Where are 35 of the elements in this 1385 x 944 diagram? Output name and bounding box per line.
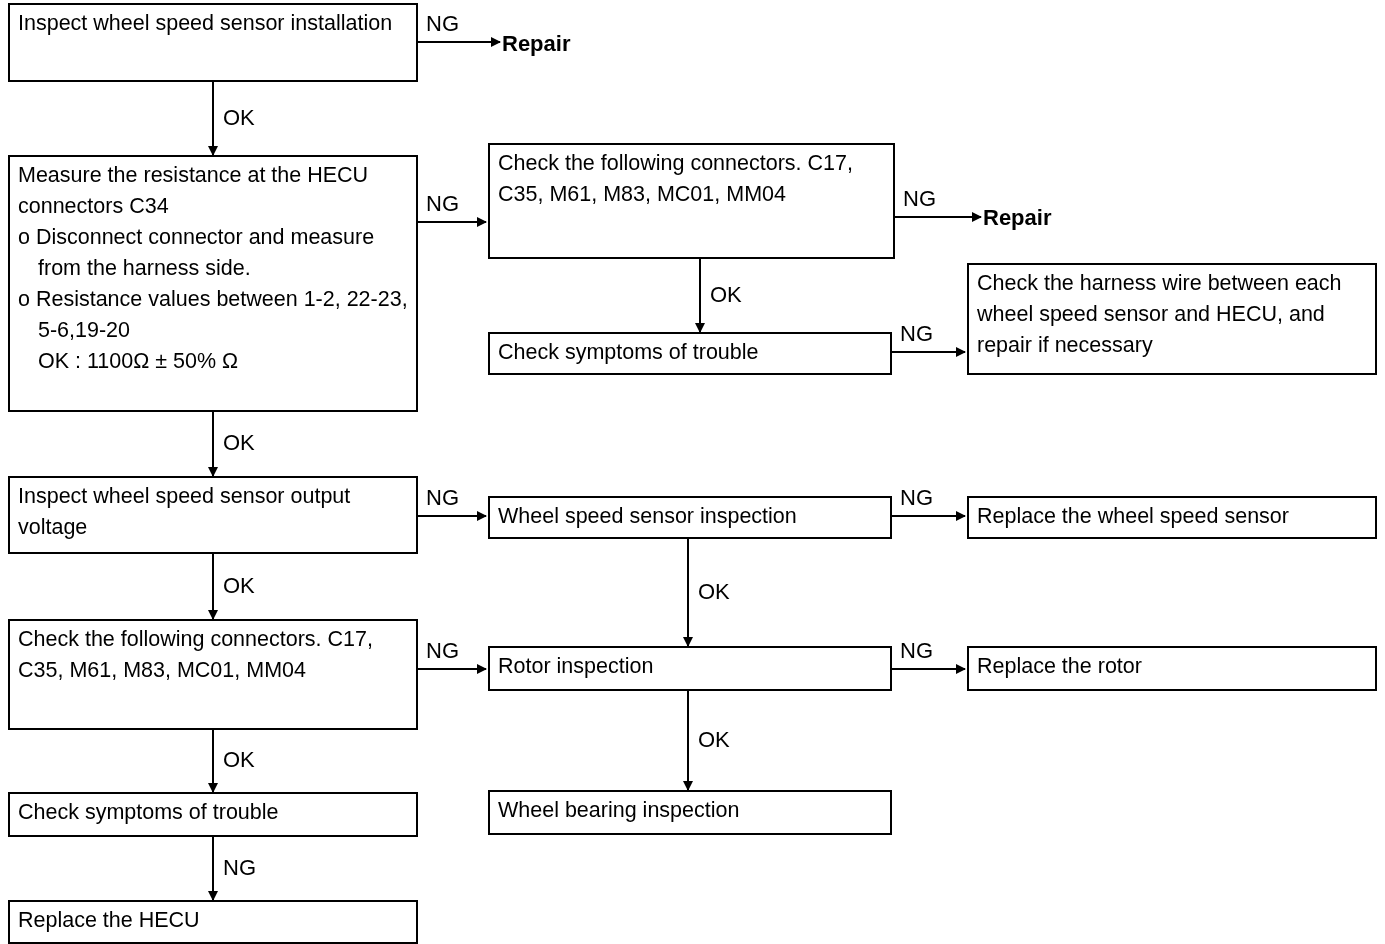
process-box: Check the following connectors. C17, C35, M61, M83, MC01, MM04 [488, 143, 895, 259]
arrow [891, 664, 966, 674]
arrow [208, 836, 218, 901]
process-box [8, 155, 418, 412]
process-box: Check the harness wire between each wheel speed sensor and HECU, and repair if necessary [967, 263, 1377, 375]
box-note: OK : 1100Ω ± 50% Ω [37, 348, 240, 375]
process-box: Rotor inspection [488, 646, 892, 691]
arrow [208, 81, 218, 156]
process-box: Inspect wheel speed sensor installation [8, 3, 418, 82]
process-box: Check symptoms of trouble [8, 792, 418, 837]
box-note: o Disconnect connector and measure from the harness side. [18, 224, 376, 282]
process-box: Check symptoms of trouble [488, 332, 892, 375]
result-text: Repair [983, 202, 1073, 233]
process-box: Replace the wheel speed sensor [967, 496, 1377, 539]
arrow [208, 729, 218, 793]
arrow [208, 553, 218, 620]
arrow [417, 511, 487, 521]
arrow [683, 690, 693, 791]
arrow [695, 258, 705, 333]
result-text: Repair [502, 28, 592, 59]
arrow [417, 664, 487, 674]
process-box: Inspect wheel speed sensor output voltage [8, 476, 418, 554]
box-note: o Resistance values between 1-2, 22-23, 5-6,19-20 [18, 286, 408, 344]
process-box: Replace the rotor [967, 646, 1377, 691]
arrow [891, 511, 966, 521]
arrow [417, 37, 501, 47]
arrow [683, 538, 693, 647]
arrow [417, 217, 487, 227]
process-box: Check the following connectors. C17, C35, M61, M83, MC01, MM04 [8, 619, 418, 730]
arrow [894, 212, 982, 222]
process-box: Wheel bearing inspection [488, 790, 892, 835]
process-box: Wheel speed sensor inspection [488, 496, 892, 539]
arrow [208, 411, 218, 477]
arrow [891, 347, 966, 357]
process-box: Replace the HECU [8, 900, 418, 944]
